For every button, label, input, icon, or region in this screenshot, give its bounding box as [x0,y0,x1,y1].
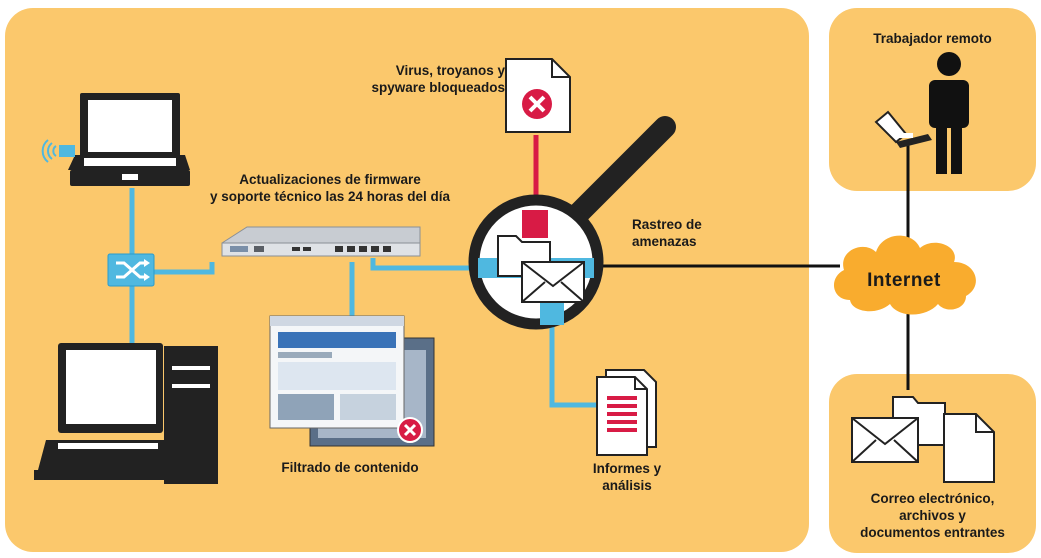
remote-worker-label: Trabajador remoto [873,31,992,46]
laptop-icon [68,93,190,186]
switch-icon [107,253,155,287]
cloud-icon [833,235,976,315]
internet-lines [588,145,910,390]
desktop-computer-icon [34,343,218,484]
switch-to-firewall-line [150,262,215,275]
firmware-support-label: Actualizaciones de firmware y soporte té… [209,172,451,204]
virus-blocked-label: Virus, troyanos y spyware bloqueados [371,63,505,95]
remote-laptop-icon [874,110,932,148]
firewall-to-scanner-line [370,258,478,271]
document-blocked-icon [505,58,571,133]
firewall-appliance-icon [221,226,421,257]
usb-wifi-icon [41,139,75,163]
content-filtering-label: Filtrado de contenido [281,460,419,475]
scanner-to-reports-line [549,300,596,408]
internet-label: Internet [867,270,941,291]
browser-windows-icon [269,315,435,447]
reports-label: Informes y análisis [592,461,662,493]
incoming-envelope-icon [851,417,919,463]
connection-lines [129,188,596,408]
incoming-content-label: Correo electrónico, archivos y documento… [860,491,1005,540]
report-document-icon [596,369,657,456]
threat-tracking-label: Rastreo de amenazas [632,217,702,249]
person-icon [929,52,969,174]
incoming-document-icon [943,413,995,483]
envelope-icon [521,261,585,303]
